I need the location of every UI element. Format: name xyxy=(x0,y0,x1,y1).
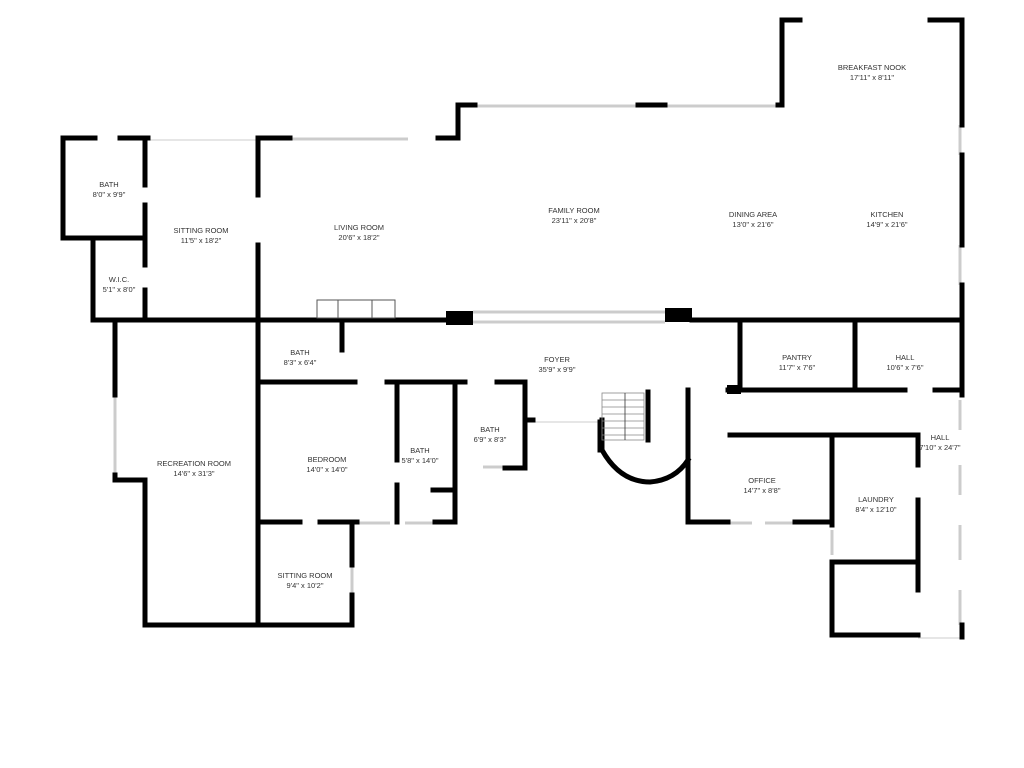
staircase xyxy=(601,392,645,441)
fireplace-hearth xyxy=(316,299,396,319)
column xyxy=(446,311,473,325)
columns xyxy=(446,308,741,394)
wall xyxy=(494,379,528,471)
curved-stair-wall xyxy=(599,417,692,485)
stairs xyxy=(601,392,645,441)
wall xyxy=(432,379,458,525)
walls xyxy=(60,17,965,640)
wall xyxy=(112,472,355,628)
wall xyxy=(435,102,478,141)
column xyxy=(727,385,741,394)
column xyxy=(665,308,692,322)
windows xyxy=(113,22,962,639)
wall xyxy=(775,17,803,108)
fireplace xyxy=(316,299,396,319)
wall xyxy=(927,17,965,128)
wall xyxy=(685,387,731,525)
wall xyxy=(727,432,921,468)
wall xyxy=(60,135,148,241)
room-label-wic: W.I.C.5'1" x 8'0" xyxy=(102,275,136,294)
wall xyxy=(829,559,921,638)
